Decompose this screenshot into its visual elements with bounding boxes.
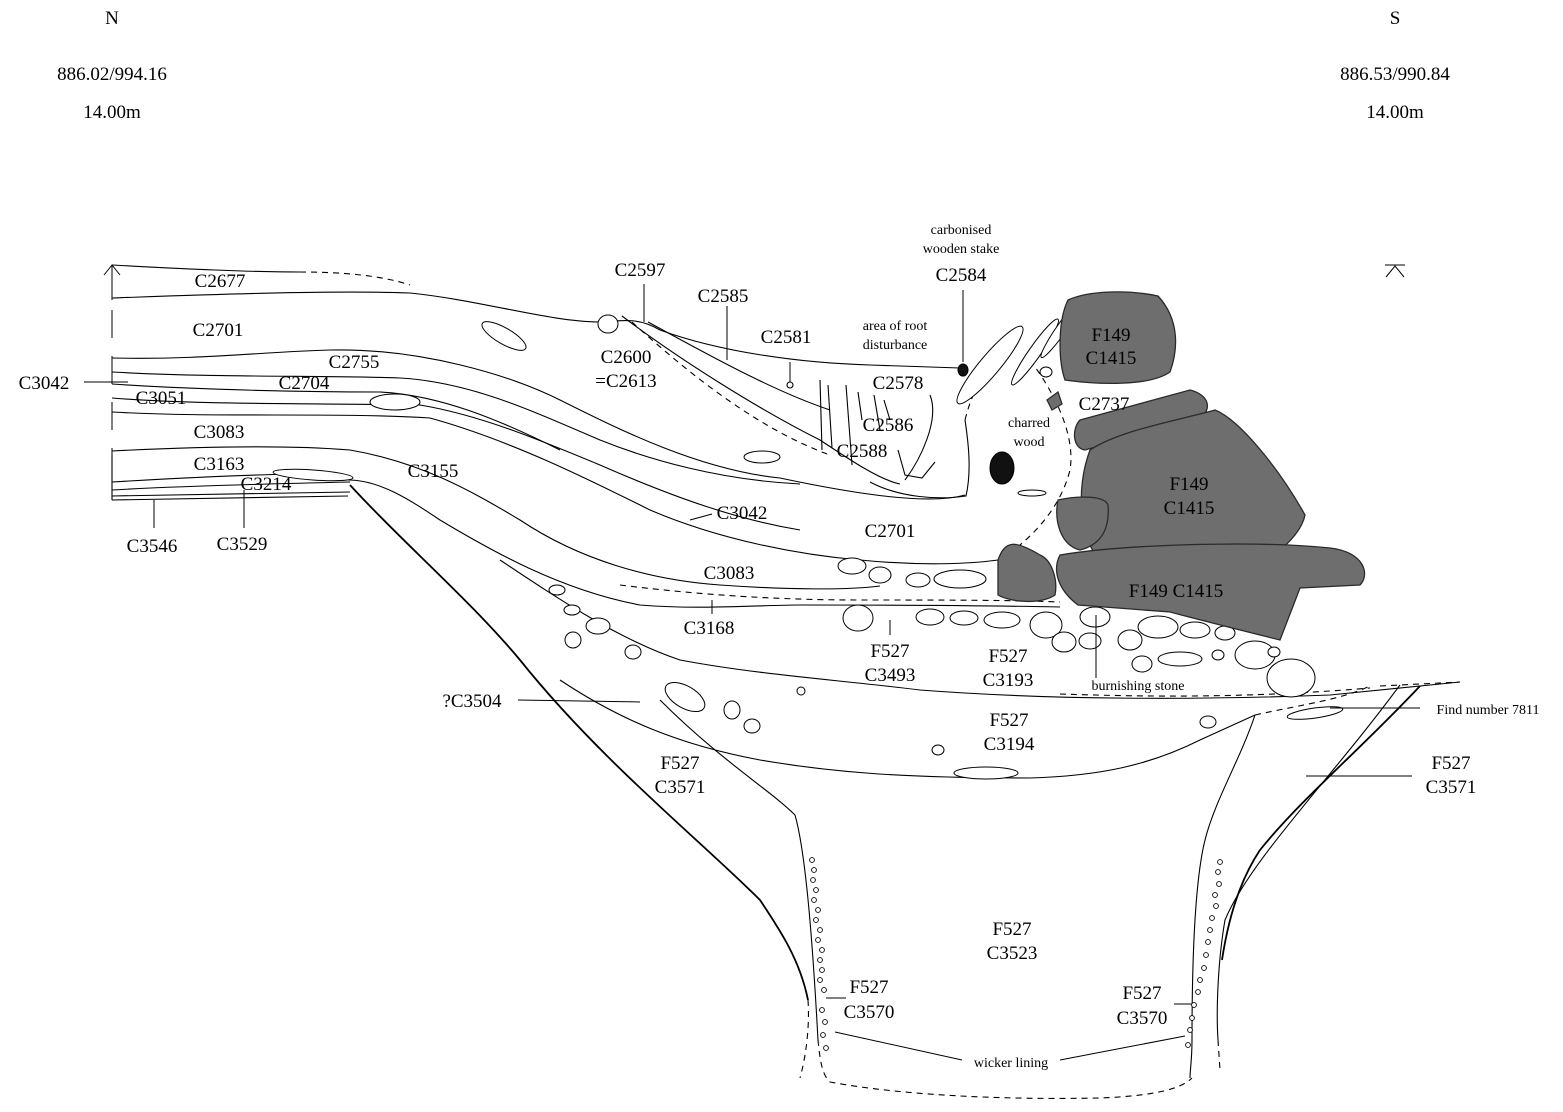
label-c3493: C3493: [865, 665, 916, 686]
label-c3523: C3523: [987, 943, 1038, 964]
label-c3083-mid: C3083: [704, 563, 755, 584]
south-coordinates: 886.53/990.84: [1340, 64, 1450, 85]
label-c2597: C2597: [615, 260, 666, 281]
label-c2578: C2578: [873, 373, 924, 394]
label-c2737: C2737: [1079, 394, 1130, 415]
label-c3214: C3214: [241, 474, 292, 495]
label-c1415-a: C1415: [1086, 348, 1137, 369]
label-c2584: C2584: [936, 265, 987, 286]
stones: [272, 297, 1344, 780]
label-c3042-mid: C3042: [717, 503, 768, 524]
label-stake-2: wooden stake: [923, 242, 1000, 257]
label-charred-1: charred: [1008, 416, 1050, 431]
label-c2586: C2586: [863, 415, 914, 436]
label-find-7811: Find number 7811: [1437, 703, 1540, 718]
f149-stones: [957, 291, 1366, 641]
label-c3570-right: C3570: [1117, 1008, 1168, 1029]
label-c1415-b: C1415: [1164, 498, 1215, 519]
label-root-disturbance-1: area of root: [863, 319, 928, 334]
label-c2585: C2585: [698, 286, 749, 307]
label-c3571-right: C3571: [1426, 777, 1477, 798]
label-c3570-left: C3570: [844, 1002, 895, 1023]
label-c2581: C2581: [761, 327, 812, 348]
label-f527-c3193: F527: [988, 646, 1027, 667]
carbonised-stake: [957, 363, 969, 377]
label-c2704: C2704: [279, 373, 330, 394]
label-burnishing-stone: burnishing stone: [1092, 679, 1185, 694]
label-c2701-mid: C2701: [865, 521, 916, 542]
leader-lines: [84, 284, 1420, 1061]
label-c2755: C2755: [329, 352, 380, 373]
label-f527-c3194: F527: [989, 710, 1028, 731]
label-f527-c3571-right: F527: [1431, 753, 1470, 774]
label-f149-a: F149: [1091, 325, 1130, 346]
pit-cut-lines: [349, 484, 1421, 1099]
north-direction: N: [105, 8, 119, 29]
north-level: 14.00m: [83, 102, 141, 123]
root-disturbance-area: [621, 315, 1072, 561]
label-f149-b: F149: [1169, 474, 1208, 495]
charred-wood-lump: [989, 451, 1015, 485]
label-f527-c3570-right: F527: [1122, 983, 1161, 1004]
label-c2600: C2600: [601, 347, 652, 368]
label-c3042-left: C3042: [19, 373, 70, 394]
label-c3529: C3529: [217, 534, 268, 555]
label-wicker-lining: wicker lining: [974, 1056, 1048, 1071]
label-c3155: C3155: [408, 461, 459, 482]
label-f527-c3493: F527: [870, 641, 909, 662]
label-c2613: =C2613: [595, 371, 656, 392]
datum-marker-south: [1385, 264, 1405, 278]
label-charred-2: wood: [1013, 435, 1044, 450]
label-c2677: C2677: [195, 271, 246, 292]
label-c3504: ?C3504: [442, 691, 502, 712]
label-c3193: C3193: [983, 670, 1034, 691]
label-c2588: C2588: [837, 441, 888, 462]
label-f149-c1415-c: F149 C1415: [1129, 581, 1224, 602]
label-c3194: C3194: [984, 734, 1035, 755]
label-c3051: C3051: [136, 388, 187, 409]
south-direction: S: [1390, 8, 1401, 29]
label-c3546: C3546: [127, 536, 178, 557]
label-f527-c3571-left: F527: [660, 753, 699, 774]
south-level: 14.00m: [1366, 102, 1424, 123]
north-coordinates: 886.02/994.16: [57, 64, 167, 85]
label-c3571-left: C3571: [655, 777, 706, 798]
label-c3083-left: C3083: [194, 422, 245, 443]
wicker-beads-left: [809, 857, 829, 1051]
label-f527-c3523: F527: [992, 919, 1031, 940]
label-c2701-top: C2701: [193, 320, 244, 341]
label-c3168: C3168: [684, 618, 735, 639]
wicker-beads-right: [1185, 859, 1223, 1048]
label-stake-1: carbonised: [931, 223, 992, 238]
label-root-disturbance-2: disturbance: [863, 338, 928, 353]
label-c3163: C3163: [194, 454, 245, 475]
label-f527-c3570-left: F527: [849, 977, 888, 998]
